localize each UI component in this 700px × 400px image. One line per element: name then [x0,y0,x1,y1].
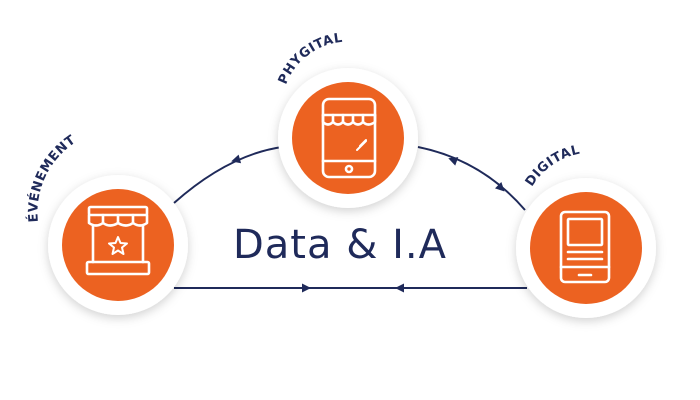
arc-phygital-to-digital [417,146,526,211]
node-phygital: PHYGITAL [276,31,418,208]
arrow-phygital-left [448,157,459,166]
node-evenement: ÉVÉNEMENT [25,133,188,315]
node-digital-inner-circle [530,192,642,304]
arrow-bottom-left [395,283,404,293]
tablet-icon [559,210,611,284]
connector-lines [173,146,527,289]
center-title: Data & I.A [233,222,447,268]
arrow-left-upper [231,154,242,164]
arc-evenement-to-phygital [173,146,283,204]
market-stall-icon [85,205,151,276]
arrow-bottom-right [302,283,311,293]
node-digital: DIGITAL [516,143,656,318]
smartphone-shop-icon [321,97,377,179]
